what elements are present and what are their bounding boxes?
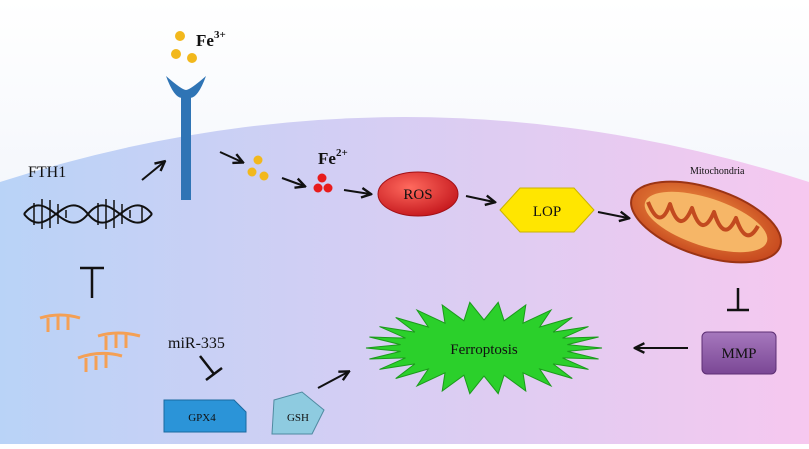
gpx4-label: GPX4	[188, 412, 216, 424]
arrow-fth1-to-receptor	[141, 162, 164, 181]
inhibition-mir335-to-gpx4	[199, 355, 223, 381]
cell-body	[0, 117, 809, 444]
arrow-fe2-to-ros	[343, 190, 370, 194]
fe3-ions	[171, 31, 197, 63]
ros-node: ROS	[377, 171, 459, 217]
inhibition-mitochondria-to-mmp	[727, 288, 749, 312]
gsh-node: GSH	[271, 391, 325, 435]
mitochondria-icon	[630, 180, 782, 264]
gsh-label: GSH	[287, 412, 309, 424]
gpx4-node: GPX4	[163, 399, 247, 433]
mir335-label: miR-335	[168, 335, 225, 352]
internalized-fe3-ions	[247, 155, 269, 181]
fe2-ions	[313, 173, 333, 193]
ferroptosis-node: Ferroptosis	[365, 301, 603, 395]
ferroptosis-label: Ferroptosis	[450, 342, 518, 358]
dna-helix-icon	[23, 199, 153, 229]
mitochondria-label: Mitochondria	[690, 166, 745, 177]
arrow-lop-to-mitochondria	[597, 212, 628, 218]
mirna-strand-icon	[39, 313, 141, 372]
arrow-receptor-to-iron	[219, 151, 242, 162]
mmp-node: MMP	[701, 331, 777, 375]
fe3-label: Fe3+	[196, 29, 226, 50]
arrow-ros-to-lop	[465, 196, 494, 202]
transferrin-receptor-icon	[166, 76, 206, 200]
lop-label: LOP	[533, 204, 561, 220]
fth1-label: FTH1	[28, 164, 66, 181]
mmp-label: MMP	[721, 346, 756, 362]
arrow-fe3-to-fe2	[281, 177, 304, 186]
lop-node: LOP	[499, 187, 595, 233]
ros-label: ROS	[403, 187, 432, 203]
arrow-gpx4-to-ferroptosis	[317, 372, 348, 389]
fe2-label: Fe2+	[318, 147, 348, 168]
inhibition-mirna-to-dna	[80, 266, 104, 298]
